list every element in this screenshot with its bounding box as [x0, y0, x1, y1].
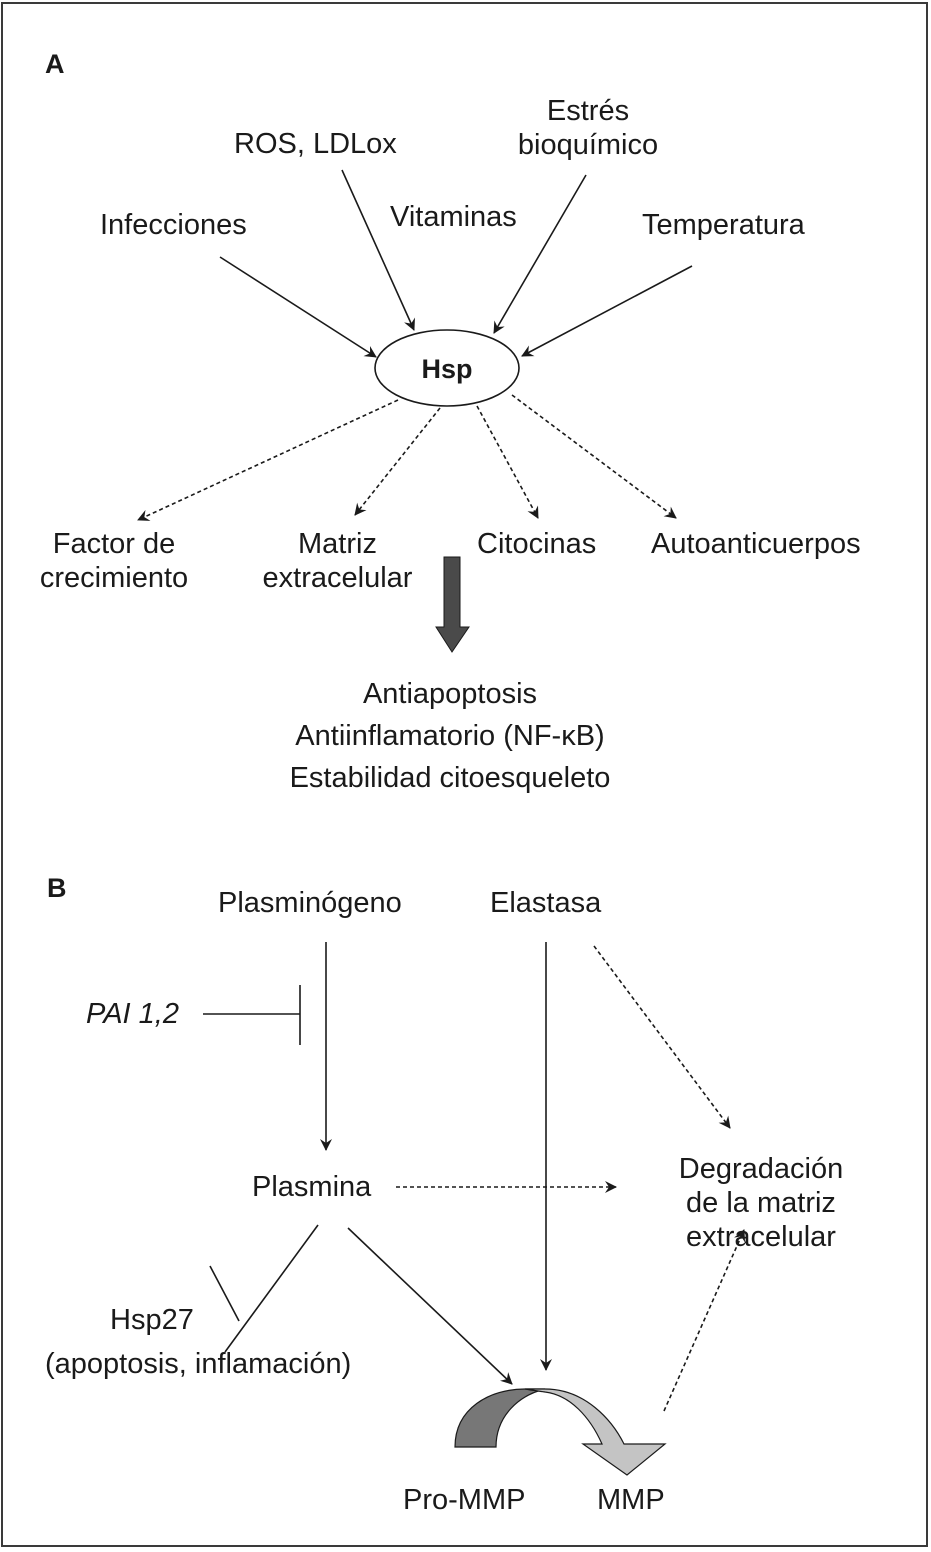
effect-antiapoptosis: Antiapoptosis [362, 678, 538, 710]
arrow-hsp-autoanticuerpos [511, 394, 677, 519]
arrow-hsp-matriz [354, 407, 441, 516]
arrow-hsp-citocinas [476, 405, 539, 519]
factor-line-1: Factor de [52, 528, 176, 560]
output-label-factor: Factor de crecimiento [28, 527, 200, 595]
hsp27-label: Hsp27 [110, 1304, 194, 1336]
matriz-line-2: extracelular [262, 562, 413, 594]
degradacion-line-1: Degradación [678, 1153, 844, 1185]
input-label-vitaminas: Vitaminas [390, 201, 517, 233]
estres-line-1: Estrés [546, 95, 630, 127]
mmp-label: MMP [597, 1484, 665, 1516]
input-label-temperatura: Temperatura [642, 209, 805, 241]
arrow-temperatura-hsp [521, 265, 693, 357]
thick-down-arrow [435, 556, 470, 653]
factor-line-2: crecimiento [39, 562, 189, 594]
degradacion-label: Degradación de la matriz extracelular [652, 1152, 870, 1254]
output-label-autoanticuerpos: Autoanticuerpos [651, 528, 861, 560]
elastasa-label: Elastasa [490, 887, 602, 919]
effect-estabilidad: Estabilidad citoesqueleto [289, 762, 611, 794]
arrow-hsp-factor [137, 399, 399, 521]
estres-line-2: bioquímico [517, 129, 659, 161]
hsp27-note: (apoptosis, inflamación) [45, 1348, 352, 1380]
pro-mmp-label: Pro-MMP [403, 1484, 526, 1516]
input-label-ros: ROS, LDLox [234, 128, 397, 160]
effects-list: Antiapoptosis Antiinflamatorio (NF-κB) E… [230, 673, 670, 799]
panel-label-b: B [47, 873, 67, 903]
output-label-citocinas: Citocinas [477, 528, 597, 560]
plasmina-hsp27-inhibition-line [224, 1224, 319, 1353]
plasmina-hsp27-inhibition-bar [209, 1265, 240, 1322]
matriz-line-1: Matriz [298, 528, 377, 560]
arrow-estres-hsp [493, 174, 587, 334]
degradacion-line-3: extracelular [686, 1221, 836, 1253]
arrow-elastasa-degradacion [593, 945, 731, 1129]
arrow-plasmina-promm [347, 1227, 513, 1385]
output-label-matriz: Matriz extracelular [250, 527, 425, 595]
curved-arrow-light [524, 1388, 667, 1476]
arrow-ros-hsp [341, 169, 415, 331]
input-label-estres: Estrés bioquímico [505, 94, 671, 162]
arrow-mmp-degradacion [663, 1229, 746, 1412]
effect-antiinflamatorio: Antiinflamatorio (NF-κB) [295, 720, 605, 752]
degradacion-line-2: de la matriz [686, 1187, 836, 1219]
pai-label: PAI 1,2 [86, 998, 179, 1030]
plasmina-label: Plasmina [252, 1171, 372, 1203]
input-label-infecciones: Infecciones [100, 209, 247, 241]
curved-arrow-dark [454, 1388, 546, 1448]
arrow-infecciones-hsp [219, 256, 377, 358]
panel-label-a: A [45, 49, 65, 79]
hsp-label: Hsp [421, 354, 473, 384]
hsp-node [374, 329, 520, 407]
plasminogeno-label: Plasminógeno [218, 887, 402, 919]
